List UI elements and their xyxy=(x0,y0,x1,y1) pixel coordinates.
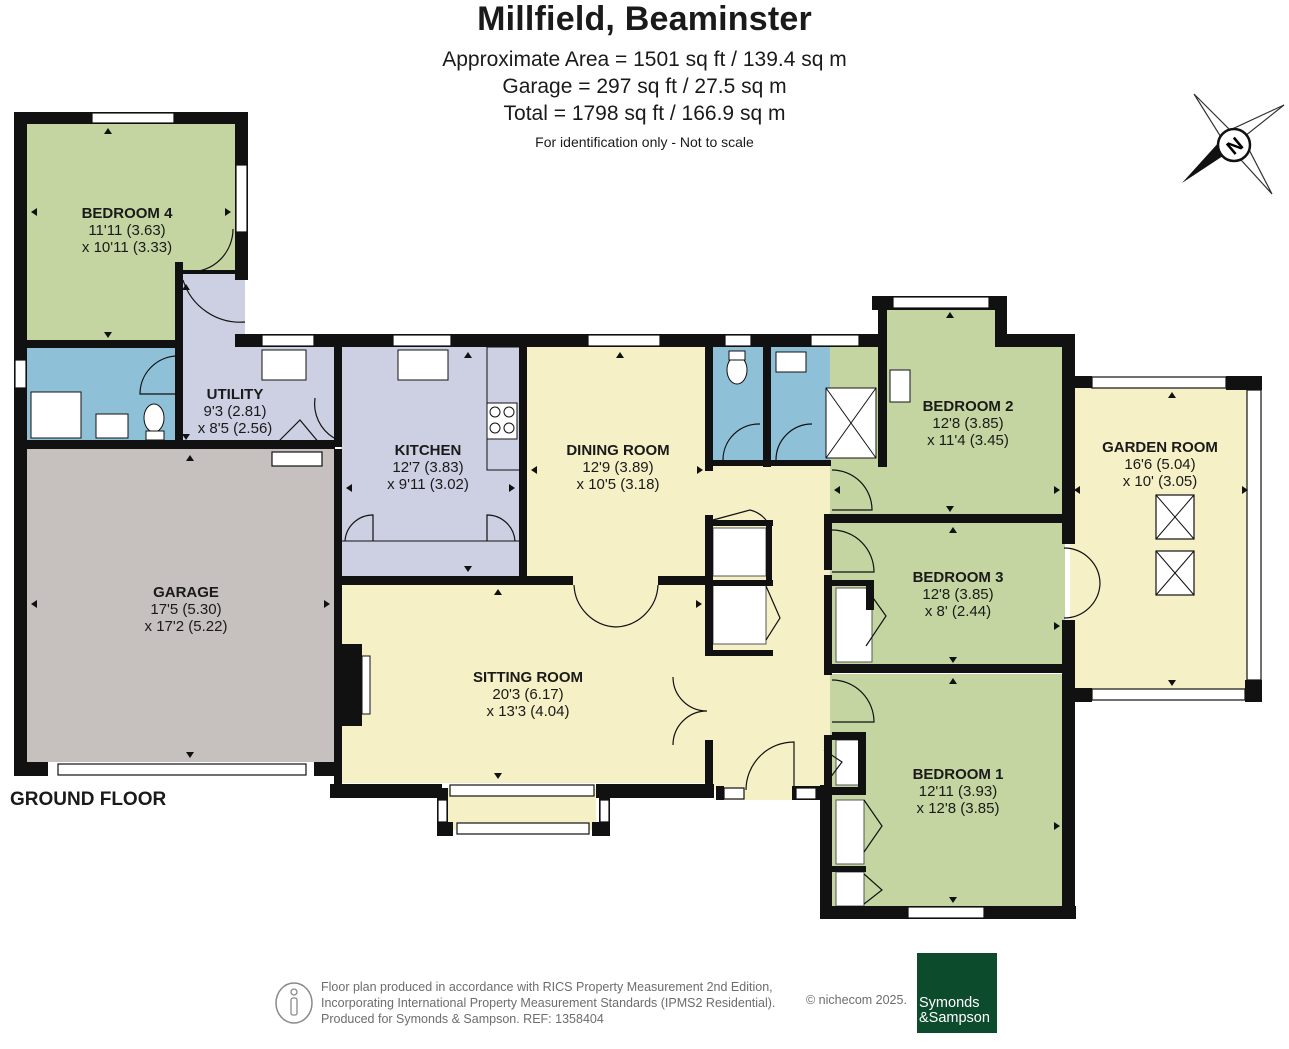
room-label-garden-room: GARDEN ROOM 16'6 (5.04) x 10' (3.05) xyxy=(1102,439,1218,490)
footer-line2: Incorporating International Property Mea… xyxy=(321,996,776,1010)
room-label-kitchen: KITCHEN 12'7 (3.83) x 9'11 (3.02) xyxy=(387,442,469,493)
room-fills xyxy=(27,124,1252,909)
room-dim-width: x 8' (2.44) xyxy=(924,603,992,620)
identification-note: For identification only - Not to scale xyxy=(535,134,754,150)
room-label-sitting-room: SITTING ROOM 20'3 (6.17) x 13'3 (4.04) xyxy=(473,669,583,720)
room-dim-length: 16'6 (5.04) xyxy=(1124,456,1196,473)
room-dim-length: 12'8 (3.85) xyxy=(922,586,994,603)
footer-line3: Produced for Symonds & Sampson. REF: 135… xyxy=(321,1012,604,1026)
room-dim-width: x 13'3 (4.04) xyxy=(486,703,570,720)
approximate-area: Approximate Area = 1501 sq ft / 139.4 sq… xyxy=(442,48,847,71)
room-dim-length: 17'5 (5.30) xyxy=(150,601,222,618)
cupboards xyxy=(712,527,873,907)
bedroom1-floor xyxy=(830,674,1065,909)
room-dim-length: 12'9 (3.89) xyxy=(582,459,654,476)
garage-area: Garage = 297 sq ft / 27.5 sq m xyxy=(502,75,787,98)
room-dim-length: 9'3 (2.81) xyxy=(203,403,267,420)
logo-line2: &Sampson xyxy=(919,1010,990,1026)
room-dim-width: x 12'8 (3.85) xyxy=(916,800,1000,817)
floor-label: GROUND FLOOR xyxy=(10,789,167,810)
room-label-dining: DINING ROOM 12'9 (3.89) x 10'5 (3.18) xyxy=(566,442,669,493)
dimension-arrows xyxy=(31,128,1248,903)
room-name: BEDROOM 1 xyxy=(912,766,1004,783)
footer-line1: Floor plan produced in accordance with R… xyxy=(321,980,773,994)
room-label-bedroom2: BEDROOM 2 12'8 (3.85) x 11'4 (3.45) xyxy=(923,398,1014,449)
room-label-bedroom1: BEDROOM 1 12'11 (3.93) x 12'8 (3.85) xyxy=(913,766,1004,817)
symonds-sampson-logo: Symonds &Sampson xyxy=(917,953,997,1033)
room-label-bedroom3: BEDROOM 3 12'8 (3.85) x 8' (2.44) xyxy=(913,569,1004,620)
room-label-garage: GARAGE 17'5 (5.30) x 17'2 (5.22) xyxy=(145,584,228,635)
room-dim-length: 12'7 (3.83) xyxy=(392,459,464,476)
room-dim-width: x 10'5 (3.18) xyxy=(576,476,660,493)
logo-line1: Symonds xyxy=(919,995,980,1011)
fittings xyxy=(30,346,911,715)
room-name: KITCHEN xyxy=(394,442,462,459)
room-label-bedroom4: BEDROOM 4 11'11 (3.63) x 10'11 (3.33) xyxy=(82,205,173,256)
bedroom2-floor xyxy=(830,310,1065,515)
room-dim-width: x 11'4 (3.45) xyxy=(927,432,1009,449)
room-name: BEDROOM 4 xyxy=(81,205,173,222)
room-dim-width: x 10' (3.05) xyxy=(1122,473,1198,490)
nichecom-credit: © nichecom 2025. xyxy=(806,993,907,1007)
plan-title: Millfield, Beaminster xyxy=(477,0,812,38)
total-area: Total = 1798 sq ft / 166.9 sq m xyxy=(503,102,786,125)
room-dim-length: 20'3 (6.17) xyxy=(492,686,564,703)
dining-floor xyxy=(527,347,707,583)
room-name: UTILITY xyxy=(206,386,264,403)
room-name: SITTING ROOM xyxy=(473,669,583,686)
room-name: GARAGE xyxy=(153,584,219,601)
kitchen-floor xyxy=(341,347,522,576)
room-dim-width: x 9'11 (3.02) xyxy=(387,476,469,493)
room-label-utility: UTILITY 9'3 (2.81) x 8'5 (2.56) xyxy=(198,386,273,437)
walls xyxy=(14,112,1262,919)
sitting-floor xyxy=(341,583,707,783)
windows xyxy=(14,112,1262,919)
room-name: DINING ROOM xyxy=(566,442,670,459)
room-dim-length: 11'11 (3.63) xyxy=(88,222,166,239)
north-compass-icon: N xyxy=(1182,93,1285,195)
room-dim-width: x 8'5 (2.56) xyxy=(197,420,273,437)
room-dim-width: x 17'2 (5.22) xyxy=(144,618,228,635)
room-dim-width: x 10'11 (3.33) xyxy=(81,239,173,256)
room-dim-length: 12'11 (3.93) xyxy=(918,783,998,800)
garage-floor xyxy=(27,449,334,762)
room-name: BEDROOM 3 xyxy=(912,569,1004,586)
info-person-icon xyxy=(275,982,313,1024)
skylight-crosses xyxy=(1155,494,1195,596)
utility-floor xyxy=(181,272,334,444)
footer-text: Floor plan produced in accordance with R… xyxy=(321,979,775,1027)
room-dim-length: 12'8 (3.85) xyxy=(932,415,1004,432)
room-name: GARDEN ROOM xyxy=(1102,439,1218,456)
room-name: BEDROOM 2 xyxy=(922,398,1014,415)
